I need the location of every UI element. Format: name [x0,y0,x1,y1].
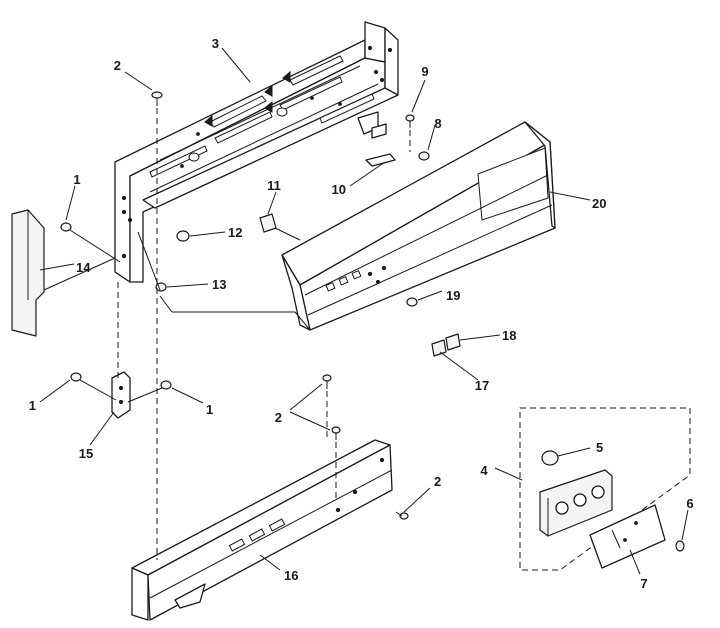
part-12-grommet [176,230,190,242]
part-5-knob [541,450,559,466]
callout-3: 3 [212,36,219,51]
part-6-screw [675,540,685,552]
part-10-bracket [365,153,396,167]
fasteners [60,91,461,520]
callout-16: 16 [284,568,298,583]
callout-10: 10 [332,182,346,197]
callout-11: 11 [267,178,281,193]
part-1-screw-upper [60,222,72,232]
part-9-screw [405,114,415,128]
part-4-timer-assembly [519,407,691,571]
part-16-lower-trim [131,439,393,621]
callout-4: 4 [480,463,488,478]
part-8-clip [418,151,430,161]
part-3-backguard-frame [114,21,399,283]
part-15-bracket [111,371,131,419]
callout-20: 20 [592,196,606,211]
callout-17: 17 [475,378,489,393]
part-2-screw-lower [331,426,341,440]
alignment-lines [43,108,411,560]
callout-19: 19 [446,288,460,303]
part-11-switch [259,213,277,233]
callout-7: 7 [640,576,647,591]
part-1-screw-left [70,372,82,382]
callout-5: 5 [596,440,603,455]
callout-18: 18 [502,328,516,343]
part-17-switch [431,339,447,357]
part-1-screw-right [160,380,172,390]
callout-labels: 2 3 9 8 10 11 12 13 1 14 1 1 15 2 2 16 1… [29,36,694,591]
part-7-lens [589,504,666,569]
callout-13: 13 [212,277,226,292]
callout-1-left: 1 [29,398,36,413]
part-14-side-trim [11,209,45,337]
part-2-screw-middle [322,374,332,389]
callout-1-top: 2 [114,58,121,73]
callout-8: 8 [434,116,441,131]
callout-1-right: 1 [206,402,213,417]
callout-2-right: 2 [434,474,441,489]
callout-leaders [39,47,689,575]
part-20-control-panel [281,121,556,331]
callout-14: 14 [76,260,91,275]
callout-2-middle: 2 [275,410,282,425]
part-19-clip [406,297,418,307]
callout-1-upper: 1 [73,172,80,187]
callout-12: 12 [228,225,242,240]
part-18-switch [445,333,461,351]
callout-15: 15 [79,446,93,461]
part-2-screw-right [395,511,409,520]
callout-9: 9 [421,64,428,79]
part-2-screw-top [151,91,163,106]
callout-6: 6 [686,496,693,511]
